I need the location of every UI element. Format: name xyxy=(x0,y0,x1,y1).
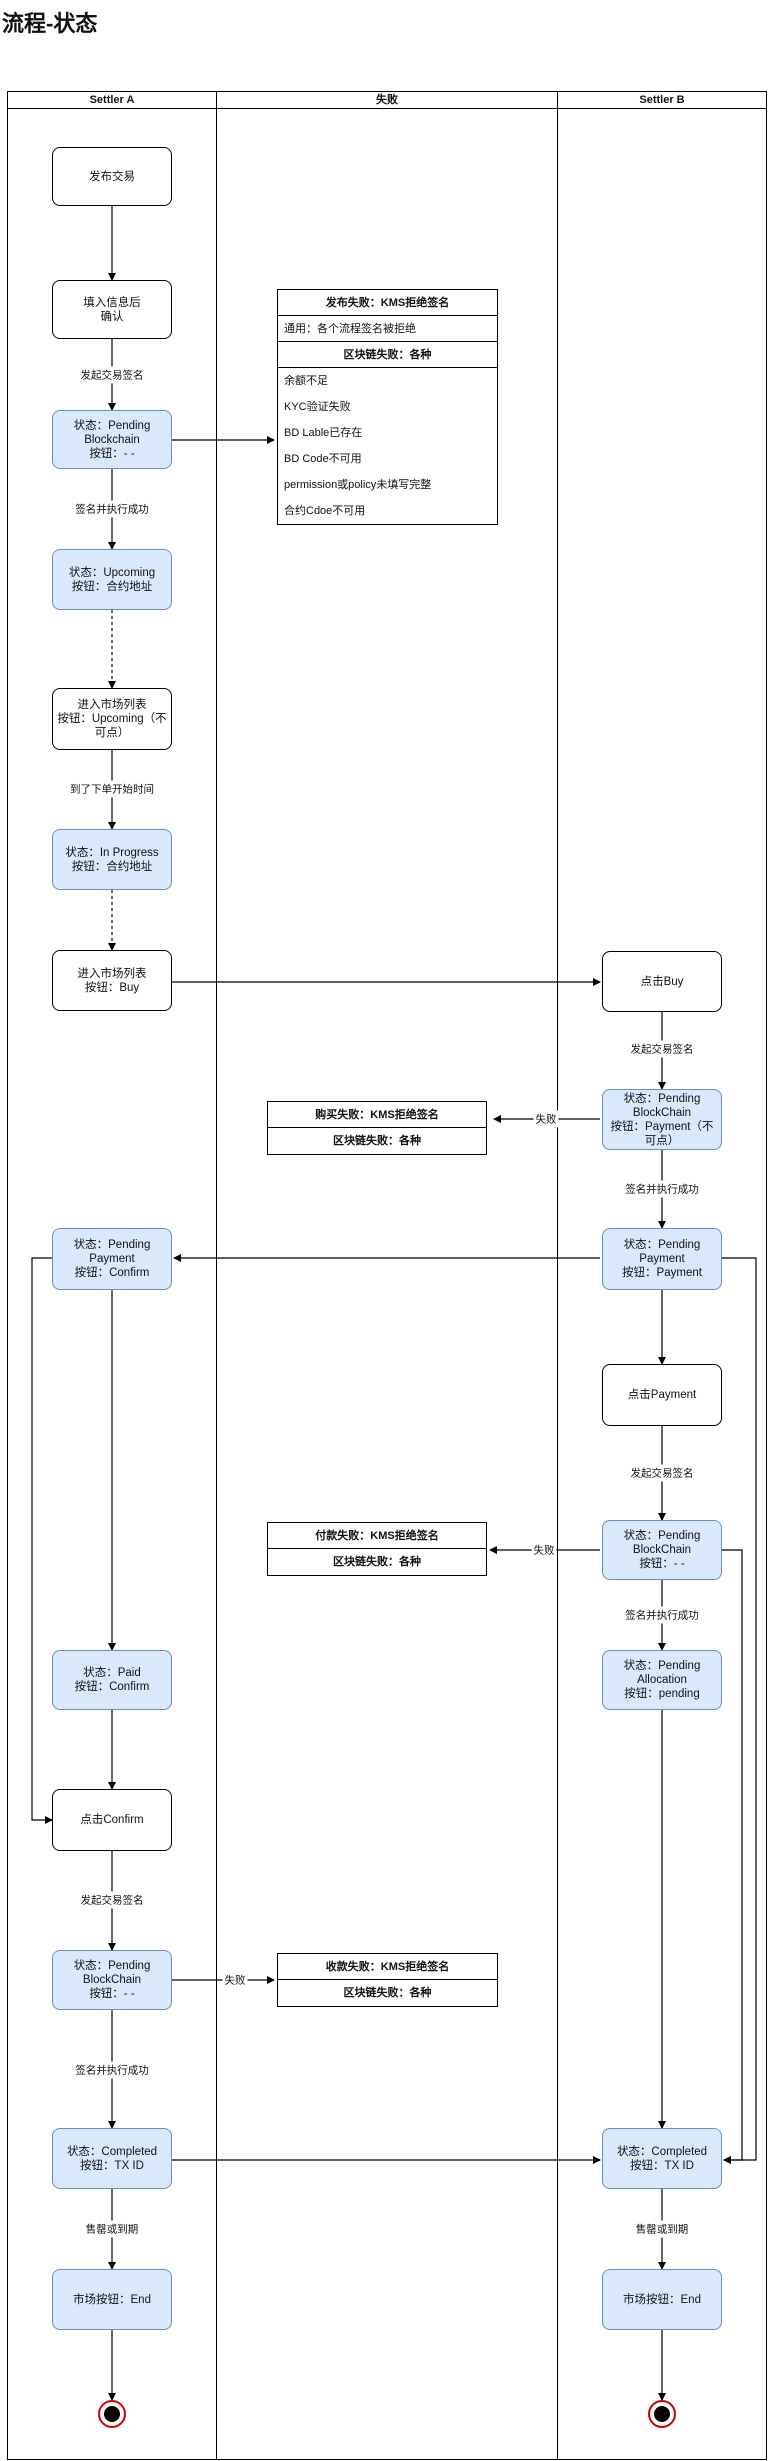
page-title: 流程-状态 xyxy=(2,11,98,36)
fail-publish-general: 通用：各个流程签名被拒绝 xyxy=(278,316,497,342)
fail-buy-chain: 区块链失败：各种 xyxy=(333,1135,421,1147)
lane-header-settler-b: Settler B xyxy=(557,91,767,109)
edge-a-pendingpay-loop xyxy=(31,1257,53,1824)
fail-box-publish: 发布失败：KMS拒绝签名 通用：各个流程签名被拒绝 区块链失败：各种 余额不足 … xyxy=(277,289,498,525)
fail-publish-item: BD Lable已存在 xyxy=(284,427,363,439)
edge-label-a-exec1: 签名并执行成功 xyxy=(73,500,151,518)
edge-label-b-sign1: 发起交易签名 xyxy=(628,1040,696,1058)
fail-publish-item: 余额不足 xyxy=(284,375,328,387)
node-b-click-buy: 点击Buy xyxy=(602,951,722,1012)
fail-box-payment: 付款失败：KMS拒绝签名 区块链失败：各种 xyxy=(267,1522,487,1576)
fail-publish-item: permission或policy未填写完整 xyxy=(284,479,432,491)
fail-publish-header: 发布失败：KMS拒绝签名 xyxy=(278,290,497,316)
final-state-a-icon xyxy=(98,2400,126,2428)
edge-label-a-time: 到了下单开始时间 xyxy=(68,780,156,798)
node-a-pending-blockchain: 状态：Pending Blockchain 按钮：- - xyxy=(52,410,172,469)
edge-label-a-fail: 失败 xyxy=(222,1971,248,1989)
fail-pay-chain: 区块链失败：各种 xyxy=(333,1556,421,1568)
edge-label-b-fail2: 失败 xyxy=(531,1541,557,1559)
fail-box-buy: 购买失败：KMS拒绝签名 区块链失败：各种 xyxy=(267,1101,487,1155)
node-a-click-confirm: 点击Confirm xyxy=(52,1789,172,1851)
node-a-pending-payment: 状态：Pending Payment 按钮：Confirm xyxy=(52,1228,172,1290)
fail-publish-item: KYC验证失败 xyxy=(284,401,351,413)
node-b-click-payment: 点击Payment xyxy=(602,1364,722,1426)
node-b-pending-blockchain: 状态：Pending BlockChain 按钮：Payment（不可点） xyxy=(602,1089,722,1150)
node-a-market-buy: 进入市场列表 按钮：Buy xyxy=(52,950,172,1011)
edge-label-a-sign1: 发起交易签名 xyxy=(78,366,146,384)
fail-publish-chain-header: 区块链失败：各种 xyxy=(278,342,497,368)
edge-label-b-exec2: 签名并执行成功 xyxy=(623,1606,701,1624)
node-a-paid: 状态：Paid 按钮：Confirm xyxy=(52,1650,172,1710)
edge-label-b-expire: 售罄或到期 xyxy=(633,2220,691,2238)
fail-publish-item: 合约Cdoe不可用 xyxy=(284,505,366,517)
final-state-b-icon xyxy=(648,2400,676,2428)
fail-pay-header: 付款失败：KMS拒绝签名 xyxy=(268,1523,486,1549)
fail-collect-header: 收款失败：KMS拒绝签名 xyxy=(278,1954,497,1980)
edge-label-b-fail1: 失败 xyxy=(533,1110,559,1128)
edge-label-a-exec2: 签名并执行成功 xyxy=(73,2061,151,2079)
edge-b-pending2-loop xyxy=(722,1549,743,2164)
edge-label-a-expire: 售罄或到期 xyxy=(83,2220,141,2238)
node-a-pending-blockchain-2: 状态：Pending BlockChain 按钮：- - xyxy=(52,1950,172,2010)
fail-buy-header: 购买失败：KMS拒绝签名 xyxy=(268,1102,486,1128)
edge-b-pendingpay-loop xyxy=(722,1257,757,2164)
fail-publish-item: BD Code不可用 xyxy=(284,453,362,465)
edge-label-b-exec1: 签名并执行成功 xyxy=(623,1180,701,1198)
node-a-publish: 发布交易 xyxy=(52,147,172,206)
fail-box-collect: 收款失败：KMS拒绝签名 区块链失败：各种 xyxy=(277,1953,498,2007)
edge-label-b-sign2: 发起交易签名 xyxy=(628,1464,696,1482)
node-a-in-progress: 状态：In Progress 按钮：合约地址 xyxy=(52,829,172,890)
fail-collect-chain: 区块链失败：各种 xyxy=(343,1987,432,1999)
node-b-pending-blockchain-2: 状态：Pending BlockChain 按钮：- - xyxy=(602,1520,722,1580)
node-b-pending-payment: 状态：Pending Payment 按钮：Payment xyxy=(602,1228,722,1290)
node-a-upcoming: 状态：Upcoming 按钮：合约地址 xyxy=(52,549,172,610)
node-b-end: 市场按钮：End xyxy=(602,2269,722,2330)
node-a-end: 市场按钮：End xyxy=(52,2269,172,2330)
node-a-market-upcoming: 进入市场列表 按钮：Upcoming（不可点） xyxy=(52,688,172,750)
edge-label-a-sign2: 发起交易签名 xyxy=(78,1891,146,1909)
node-a-fill-confirm: 填入信息后 确认 xyxy=(52,280,172,339)
node-a-completed: 状态：Completed 按钮：TX ID xyxy=(52,2128,172,2189)
node-b-pending-allocation: 状态：Pending Allocation 按钮：pending xyxy=(602,1650,722,1710)
node-b-completed: 状态：Completed 按钮：TX ID xyxy=(602,2128,722,2189)
lane-header-settler-a: Settler A xyxy=(7,91,217,109)
